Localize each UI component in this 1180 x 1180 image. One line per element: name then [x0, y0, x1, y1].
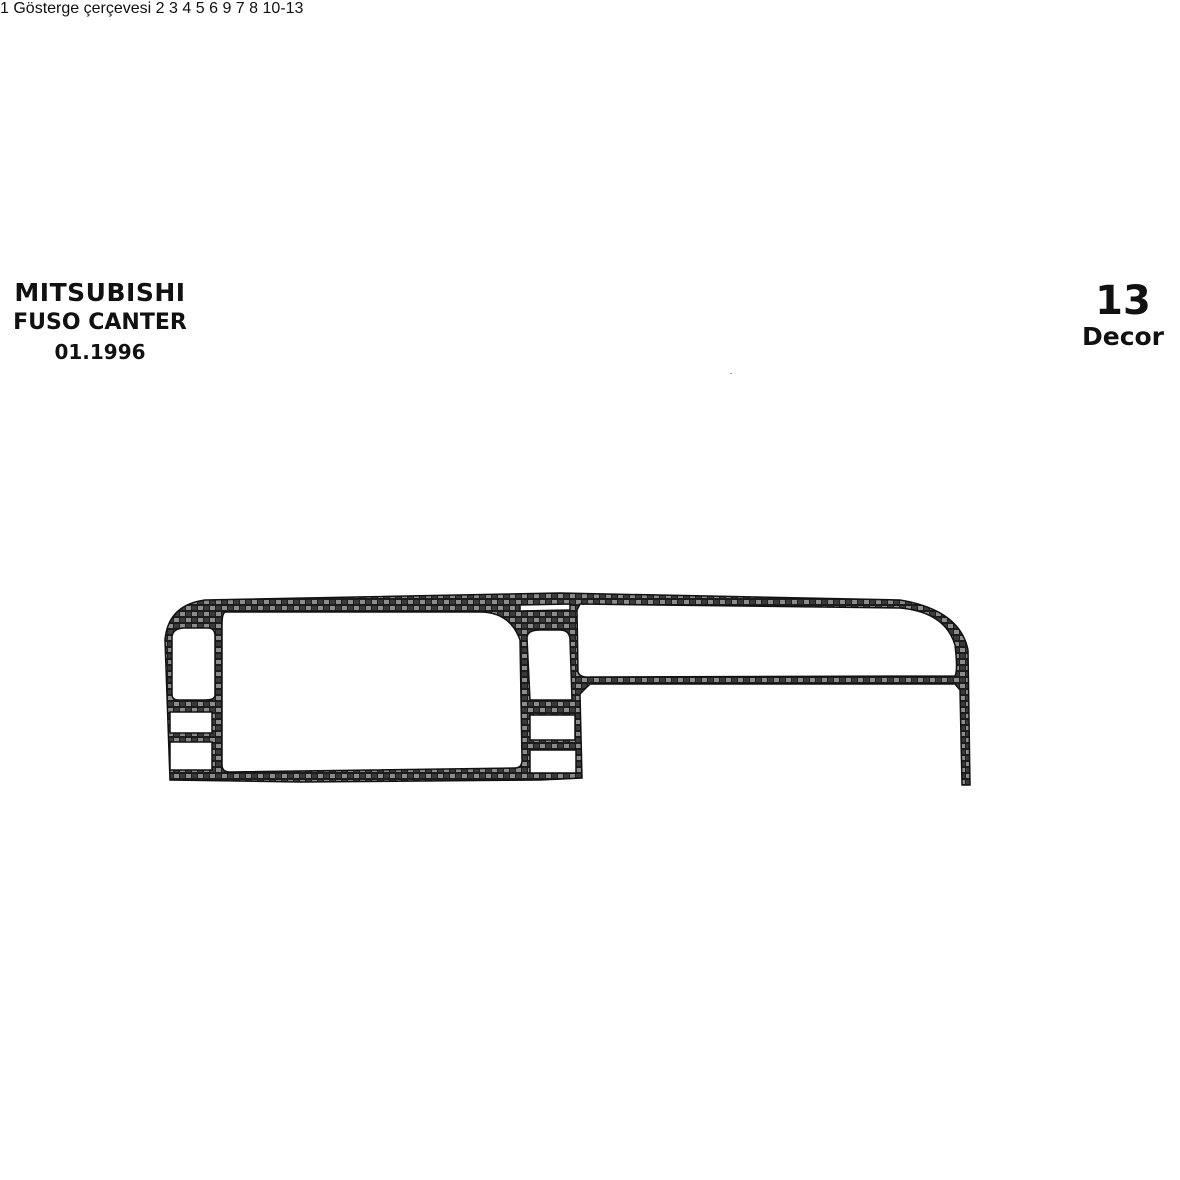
part-1-gauge-frame [164, 592, 971, 786]
parts-10-13-label: 10-13 [262, 0, 304, 17]
part-4-label: 4 [182, 0, 192, 17]
part-2-label: 2 [155, 0, 165, 17]
kit-badge: 13 Decor [1068, 280, 1178, 352]
part-1-label: 1 Gösterge çerçevesi [0, 0, 152, 17]
vehicle-header: MITSUBISHI FUSO CANTER 01.1996 [0, 278, 200, 366]
part-8-label: 8 [249, 0, 259, 17]
model-date: 01.1996 [54, 340, 146, 364]
part-7-label: 7 [235, 0, 245, 17]
kit-label: Decor [1081, 322, 1165, 351]
part-6-label: 6 [209, 0, 218, 17]
brand-title: MITSUBISHI [14, 278, 186, 307]
speck [730, 373, 732, 374]
part-9-label: 9 [222, 0, 232, 17]
part-3-label: 3 [169, 0, 178, 17]
part-5-label: 5 [195, 0, 205, 17]
piece-count: 13 [1095, 278, 1151, 324]
model-title: FUSO CANTER [13, 310, 187, 335]
